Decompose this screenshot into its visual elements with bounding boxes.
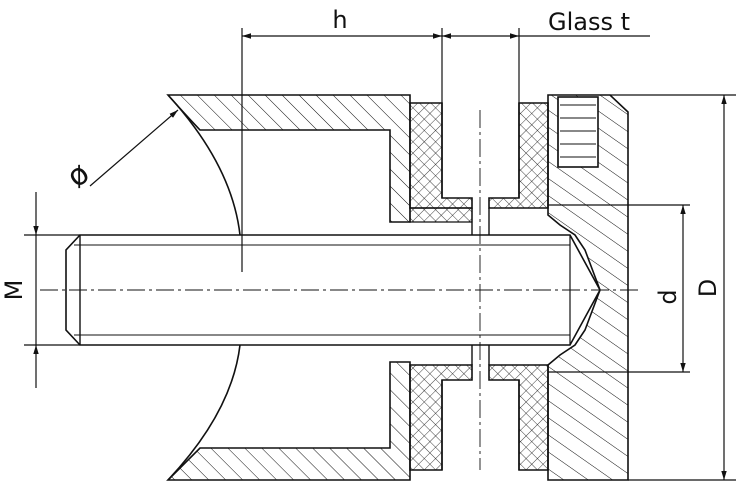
glass-gap: [441, 103, 520, 470]
label-phi: ø: [60, 156, 97, 195]
label-d: d: [654, 289, 682, 304]
left-housing-bottom: [166, 361, 411, 481]
dimension-phi: [89, 109, 179, 187]
label-glass-t: Glass t: [548, 8, 630, 36]
dimension-m: [24, 192, 80, 388]
gasket-bottom: [409, 364, 549, 471]
tube-curve-top: [167, 94, 241, 236]
left-housing-top: [166, 94, 411, 223]
right-cap: [547, 94, 629, 481]
label-h: h: [332, 6, 347, 34]
dimension-D: [610, 94, 736, 481]
dimension-d: [548, 204, 690, 373]
tube-curve-bottom: [167, 344, 241, 481]
centerlines: [40, 110, 640, 470]
dimension-h: [241, 28, 650, 272]
gasket-top: [409, 102, 549, 223]
label-m: M: [0, 280, 28, 301]
label-D: D: [694, 279, 722, 297]
